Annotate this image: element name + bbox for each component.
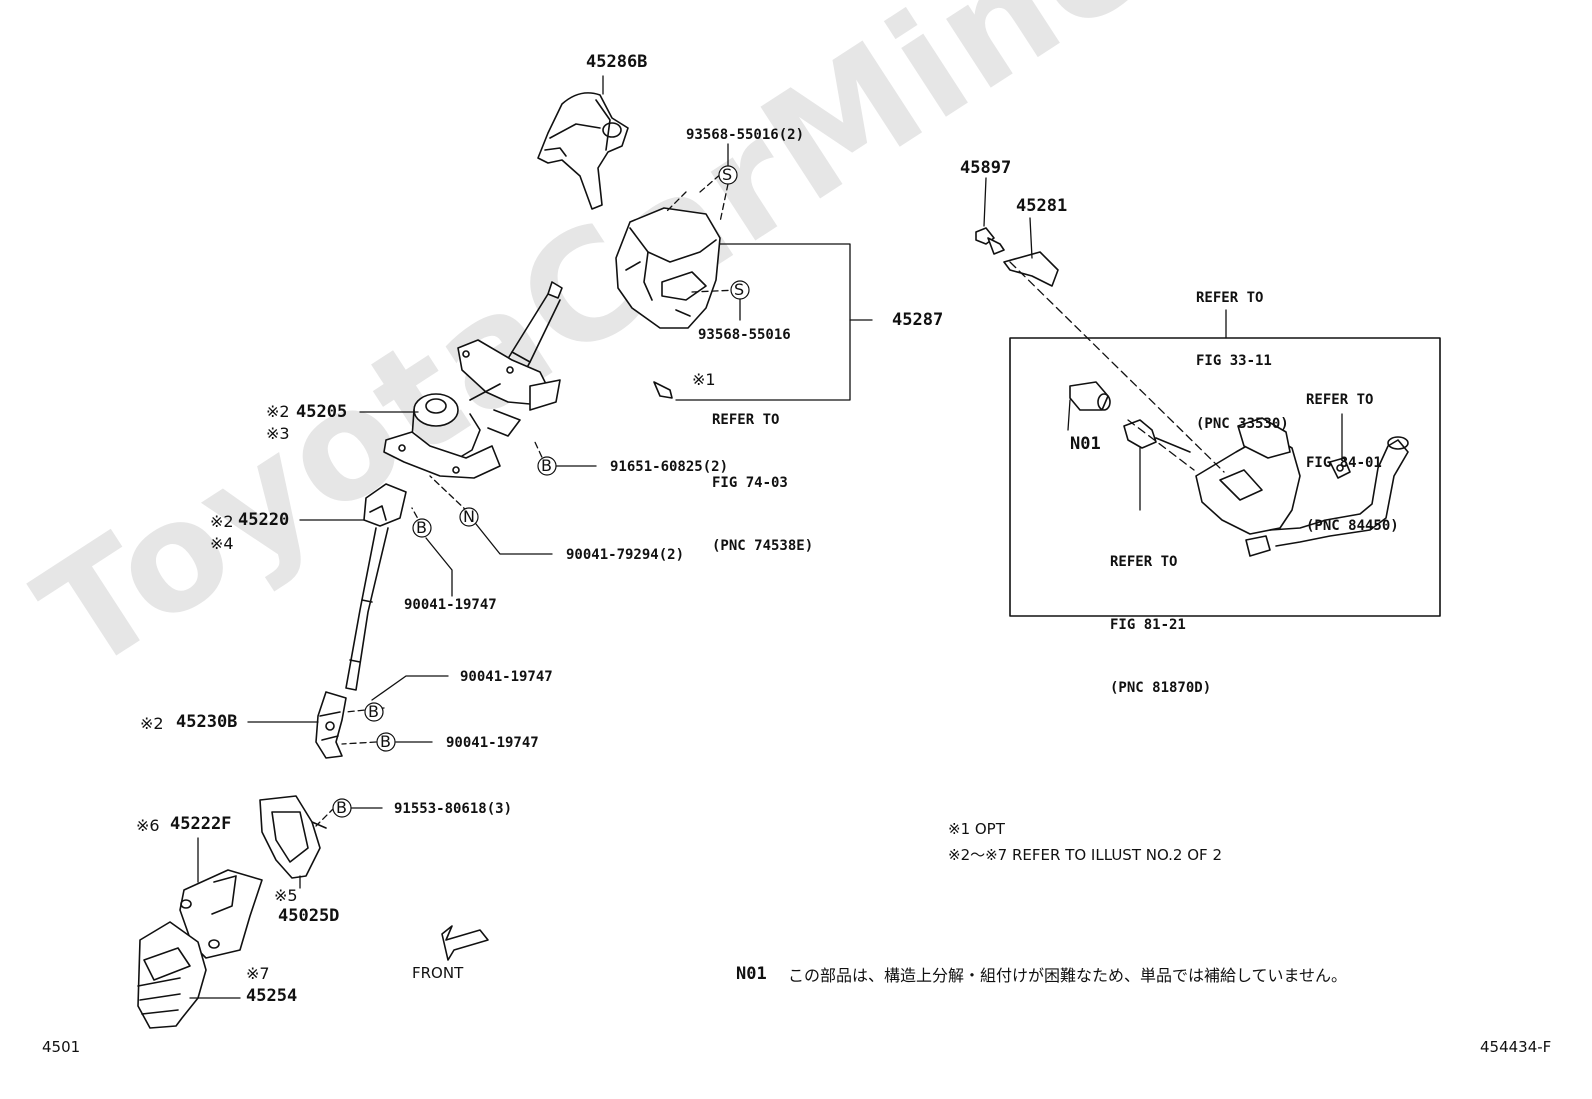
label-45025d: 45025D [278,906,340,926]
upper-column-cover-drawing [537,92,629,210]
label-90041-19747-c: 90041-19747 [446,735,539,751]
illustration-id: 454434-F [1480,1038,1552,1056]
ref-fig-81-21-line-2: FIG 81-21 [1110,617,1186,633]
page-number: 4501 [42,1038,81,1056]
lower-column-cover-drawing [615,207,721,329]
steering-lock-assembly-drawing [1195,417,1409,557]
intermediate-shaft-drawing [345,483,407,691]
ref-fig-81-21-line-1: REFER TO [1110,554,1178,570]
ref-fig-33-11-line-2: FIG 33-11 [1196,353,1272,369]
steering-boot-drawing [137,921,207,1029]
label-45897: 45897 [960,158,1012,178]
label-45220: 45220 [238,510,290,530]
fastener-markers [332,165,750,818]
ref-fig-81-21-line-3: (PNC 81870D) [1110,680,1212,696]
ref-fig-33-11-line-3: (PNC 33530) [1196,416,1289,432]
ref-fig-33-11: REFER TO FIG 33-11 (PNC 33530) [1196,246,1289,477]
label-45281: 45281 [1016,196,1068,216]
label-45205: 45205 [296,402,348,422]
marker-n-1: N [463,507,475,526]
label-91651-60825-2: 91651-60825(2) [610,459,729,475]
ref-fig-84-01-line-2: FIG 84-01 [1306,455,1382,471]
label-n01: N01 [1070,434,1101,454]
ref-fig-84-01: REFER TO FIG 84-01 (PNC 84450) [1306,348,1399,579]
ref-fig-33-11-line-1: REFER TO [1196,290,1264,306]
front-label: FRONT [412,964,464,982]
label-91553-80618-3: 91553-80618(3) [394,801,513,817]
ref-fig-74-03-line-1: REFER TO [712,412,780,428]
n01-footnote-text: この部品は、構造上分解・組付けが困難なため、単品では補給していません。 [788,966,1348,985]
universal-joint-drawing [315,691,347,759]
n01-footnote-code: N01 [736,964,767,984]
mark-3: ※3 [266,424,290,443]
marker-s-1: S [722,165,733,184]
label-45287: 45287 [892,310,944,330]
mark-1: ※1 [692,370,716,389]
ref-fig-84-01-line-3: (PNC 84450) [1306,518,1399,534]
label-93568-55016: 93568-55016 [698,327,791,343]
hole-cover-drawing [259,795,327,879]
mark-7: ※7 [246,964,270,983]
note-2: ※2～※7 REFER TO ILLUST NO.2 OF 2 [948,846,1222,864]
note-1: ※1 OPT [948,820,1005,838]
mark-5: ※5 [274,886,298,905]
label-45254: 45254 [246,986,298,1006]
lock-assembly-callout-box [1009,337,1441,617]
mark-6: ※6 [136,816,160,835]
marker-b-3: B [368,702,379,721]
lock-parts-drawing [653,227,1191,453]
marker-s-2: S [734,280,745,299]
ref-fig-74-03-line-2: FIG 74-03 [712,475,788,491]
label-45230b: 45230B [176,712,238,732]
mark-2-45205: ※2 [266,402,290,421]
ref-fig-74-03-line-3: (PNC 74538E) [712,538,814,554]
steering-column-drawing [383,281,563,479]
mark-2-45220: ※2 [210,512,234,531]
marker-b-2: B [416,518,427,537]
mark-4: ※4 [210,534,234,553]
column-hole-cover-drawing [179,869,263,959]
ref-fig-84-01-line-1: REFER TO [1306,392,1374,408]
front-arrow-drawing [441,925,489,961]
label-45286b: 45286B [586,52,648,72]
label-90041-79294-2: 90041-79294(2) [566,547,685,563]
label-45222f: 45222F [170,814,232,834]
label-90041-19747-a: 90041-19747 [404,597,497,613]
label-90041-19747-b: 90041-19747 [460,669,553,685]
marker-b-1: B [541,456,552,475]
label-93568-55016-2: 93568-55016(2) [686,127,805,143]
mark-2-45230b: ※2 [140,714,164,733]
ref-fig-74-03: REFER TO FIG 74-03 (PNC 74538E) [712,368,813,599]
ref-fig-81-21: REFER TO FIG 81-21 (PNC 81870D) [1110,510,1211,741]
leader-lines [189,75,1343,999]
marker-b-4: B [380,732,391,751]
marker-b-5: B [336,798,347,817]
